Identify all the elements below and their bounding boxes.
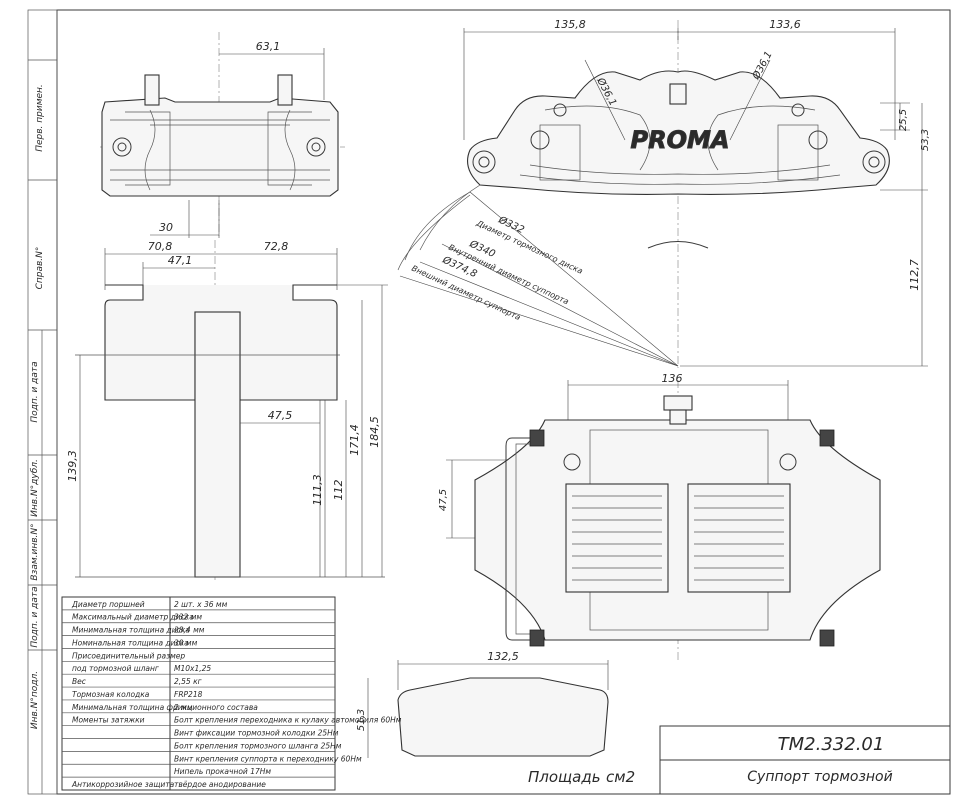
area-label: Площадь [528,768,601,786]
dim-132-5: 132,5 [487,650,519,663]
left-stamp-strip [27,9,58,795]
spec-row-label: Минимальная толщина диска [72,626,190,635]
dim-133-6: 133,6 [769,18,801,31]
spec-row-value: Винт фиксации тормозной колодки 25Нм [174,729,339,738]
spec-row-label: Минимальная толщина фрикционного состава [72,703,258,712]
spec-row-value: 2,55 кг [174,677,202,686]
stamp-label: Справ.N° [35,247,45,290]
dim-184-5: 184,5 [368,416,381,448]
spec-row-label: Присоединительный размер [72,651,185,660]
spec-row-value: 30 мм [174,638,198,647]
proma-logo: PROMA [631,126,730,154]
spec-row-value: Болт крепления переходника к кулаку авто… [174,716,402,725]
spec-row-value: 2 мм [174,703,193,712]
dim-112: 112 [332,480,345,501]
spec-row-label: Максимальный диаметр диска [72,613,194,622]
spec-table [61,596,336,791]
dim-139-3: 139,3 [66,450,79,482]
spec-row-value: Болт крепления тормозного шланга 25Нм [174,741,342,750]
spec-row-value: FRP218 [174,690,203,699]
spec-row-label: Антикоррозийное защита [71,780,175,789]
spec-row-value: 28,4 мм [174,626,205,635]
spec-rows: Диаметр поршней 2 шт. х 36 мм Максимальный… [62,600,402,789]
dim-30: 30 [159,221,173,234]
dim-135-8: 135,8 [554,18,586,31]
stamp-label: Перв. примен. [35,84,45,152]
dim-111-3: 111,3 [311,474,324,506]
stamp-label: Подп. и дата [30,586,40,647]
dim-136: 136 [662,372,683,385]
front-view: 135,8 133,6 PROMA Ø36,1 Ø36,1 25,5 53,3 [397,18,931,368]
dim-47-5-bottom: 47,5 [438,489,449,511]
area-unit: см2 [606,768,635,786]
drawing-name: Суппорт тормозной [747,769,892,785]
title-block: ТМ2.332.01 Суппорт тормозной Площадь см2 [528,725,951,795]
stamp-label: Инв.N°подл. [30,671,40,729]
spec-row-value: твёрдое анодирование [174,780,266,789]
dim-171-4: 171,4 [348,424,361,456]
spec-row-value: 2 шт. х 36 мм [174,600,228,609]
spec-row-label: Номинальная толщина диска [72,638,189,647]
dim-63-1: 63,1 [256,40,281,53]
spec-row-label: Вес [72,677,87,686]
spec-row-label: Моменты затяжки [72,716,145,725]
dim-47-1: 47,1 [168,254,193,267]
pad-view: 132,5 51,3 [356,650,609,758]
spec-row-label: Тормозная колодка [72,690,150,699]
dim-47-5: 47,5 [268,409,293,422]
bottom-view: 136 47,5 [438,372,881,660]
spec-row-value: М10х1,25 [174,664,211,673]
spec-row-label: под тормозной шланг [72,664,159,673]
drawing-code: ТМ2.332.01 [778,734,885,755]
stamp-label: Инв.N°дубл. [30,459,40,517]
dim-piston-right: Ø36,1 [750,49,775,82]
spec-row-value: 332 мм [174,613,202,622]
side-view: 70,8 72,8 47,1 47,5 139,3 111,3 112 171,… [66,240,388,580]
stamp-label: Взам.инв.N° [30,523,40,580]
dim-51-3: 51,3 [356,709,367,731]
dim-25-5: 25,5 [898,109,909,131]
dim-53-3: 53,3 [920,129,931,151]
spec-row-value: Винт крепления суппорта к переходнику 60… [174,754,362,763]
dim-70-8: 70,8 [148,240,173,253]
dim-72-8: 72,8 [264,240,289,253]
dim-112-7: 112,7 [908,259,921,291]
top-view: 63,1 30 [100,32,345,238]
stamp-label: Подп. и дата [30,361,40,422]
spec-row-value: Нипель прокачной 17Нм [174,767,271,776]
spec-row-label: Диаметр поршней [71,600,145,609]
